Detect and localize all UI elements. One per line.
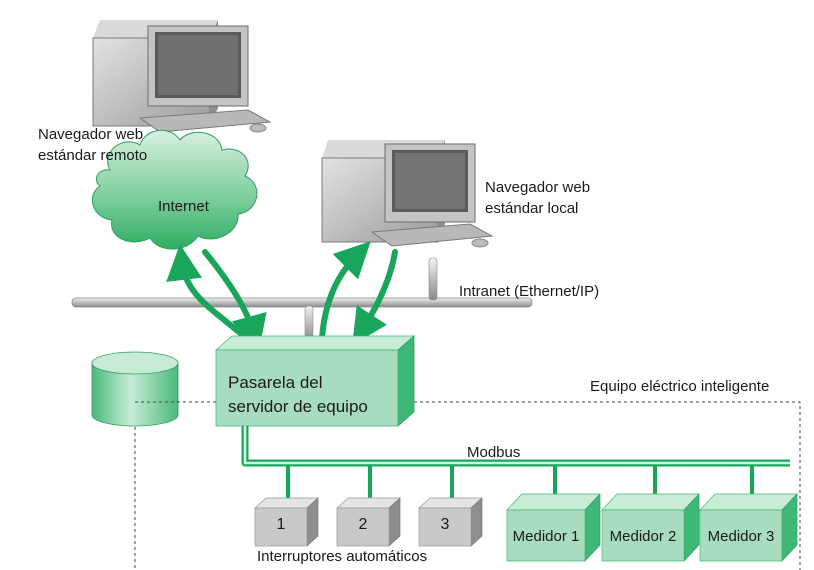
local-browser-label-line1: Navegador web: [485, 179, 591, 196]
meter-3: [699, 493, 798, 562]
modbus-label: Modbus: [467, 444, 521, 461]
meter-2-label: Medidor 2: [609, 528, 677, 545]
local-pc-link: [428, 257, 438, 301]
local-computer-icon: [321, 140, 494, 248]
local-browser-label-line2: estándar local: [485, 200, 579, 217]
meter-1-label: Medidor 1: [512, 528, 580, 545]
intranet-label: Intranet (Ethernet/IP): [459, 283, 600, 300]
data-flow-arrows: [166, 241, 398, 352]
database-icon: [91, 351, 179, 427]
breaker-1: [254, 497, 319, 547]
breaker-1-label: 1: [276, 516, 286, 533]
meter-3-label: Medidor 3: [707, 528, 775, 545]
meter-1: [506, 493, 601, 562]
remote-browser-label: Navegador web estándar remoto: [38, 124, 147, 166]
meter-2: [601, 493, 700, 562]
internet-cloud-icon: [91, 130, 258, 250]
remote-browser-label-line1: Navegador web: [38, 126, 144, 143]
gateway-link: [304, 305, 314, 341]
breaker-2: [336, 497, 401, 547]
gateway-label: Pasarela del servidor de equipo: [228, 371, 368, 419]
breaker-3: [418, 497, 483, 547]
smart-equipment-boundary-right: [414, 401, 801, 570]
local-browser-label: Navegador web estándar local: [485, 177, 590, 219]
smart-equipment-label: Equipo eléctrico inteligente: [590, 378, 770, 395]
breaker-2-label: 2: [358, 516, 368, 533]
gateway-box: [214, 335, 416, 427]
gateway-label-line2: servidor de equipo: [228, 397, 368, 416]
modbus-bus: [241, 426, 790, 467]
remote-browser-label-line2: estándar remoto: [38, 147, 148, 164]
intranet-bus: [71, 297, 533, 308]
internet-label: Internet: [158, 198, 209, 215]
breaker-3-label: 3: [440, 516, 450, 533]
breakers-caption: Interruptores automáticos: [257, 548, 428, 565]
remote-computer-icon: [92, 20, 272, 133]
gateway-label-line1: Pasarela del: [228, 373, 323, 392]
modbus-drops: [286, 466, 754, 498]
